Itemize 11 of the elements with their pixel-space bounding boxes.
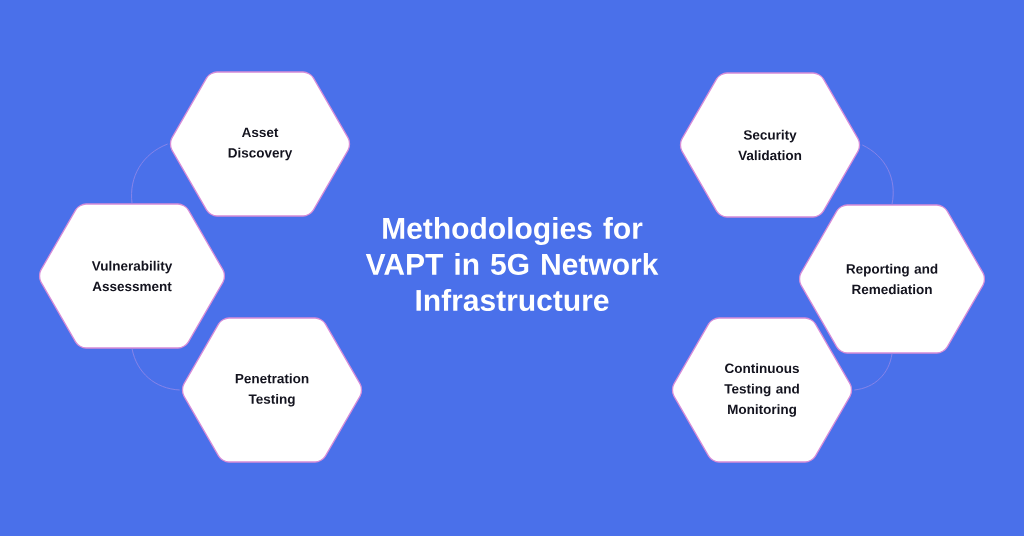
step-hexagon: Penetration Testing: [181, 317, 363, 463]
step-hexagon: Continuous Testing and Monitoring: [671, 317, 853, 463]
connector-arc: [131, 348, 181, 391]
connector-arc: [131, 143, 169, 204]
connector-arc: [861, 144, 894, 205]
step-hexagon: Security Validation: [679, 72, 861, 218]
step-hexagon: Vulnerability Assessment: [38, 203, 226, 349]
step-hexagon: Asset Discovery: [169, 71, 351, 217]
connector-arc: [853, 353, 893, 391]
step-hexagon: Reporting and Remediation: [798, 204, 986, 354]
title: Methodologies for VAPT in 5G Network Infrastructure: [365, 217, 659, 311]
